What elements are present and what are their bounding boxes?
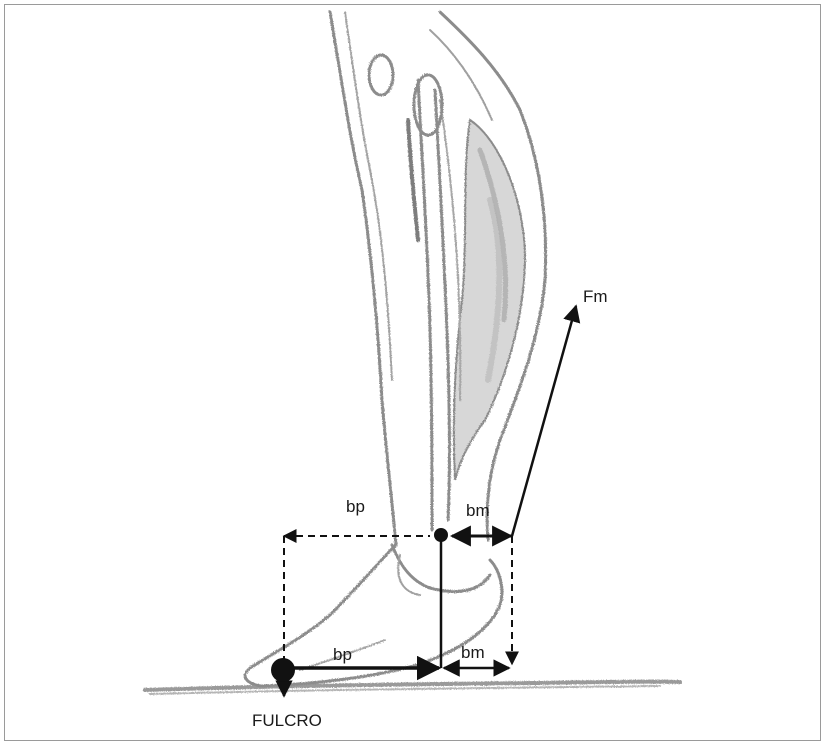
- label-bp-bottom: bp: [333, 646, 352, 663]
- label-bp-top: bp: [346, 498, 365, 515]
- ankle-joint-dot: [434, 528, 448, 542]
- tibia-line: [418, 80, 432, 530]
- force-vector-fm: [512, 306, 576, 536]
- label-fulcro: FULCRO: [252, 712, 322, 729]
- label-fm: Fm: [583, 288, 608, 305]
- foot-top: [245, 545, 396, 686]
- leg-sketch: [145, 12, 680, 694]
- label-bm-bottom: bm: [461, 644, 485, 661]
- label-bm-top: bm: [466, 502, 490, 519]
- kneecap: [369, 55, 393, 95]
- fulcrum-circle: [271, 658, 295, 682]
